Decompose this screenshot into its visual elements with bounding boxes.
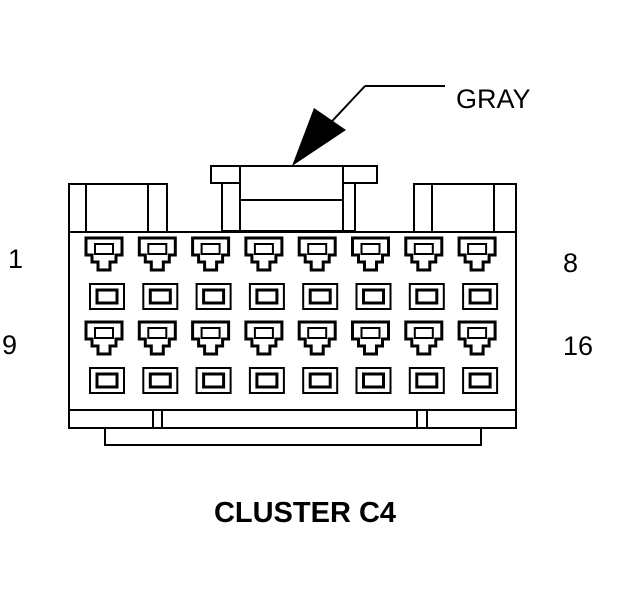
pin-contact-13 <box>307 327 328 339</box>
pin-contact-10 <box>147 327 168 339</box>
color-leader-arrow <box>292 85 445 166</box>
pin-slot-inner-4 <box>255 288 279 305</box>
pin-slot-inner-6 <box>362 288 385 305</box>
pin-contact-3 <box>200 243 221 255</box>
pin-slot-inner-11 <box>202 372 226 389</box>
pin-slot-inner-14 <box>362 372 385 389</box>
pin-contact-6 <box>360 243 381 255</box>
pin-slot-inner-3 <box>202 288 226 305</box>
pin-contact-16 <box>467 327 488 339</box>
pin-contact-1 <box>94 243 114 255</box>
pin-contact-4 <box>253 243 274 255</box>
pin-contact-11 <box>200 327 221 339</box>
right-housing-tab <box>413 183 517 233</box>
pin-slot-inner-10 <box>148 372 172 389</box>
pin-contact-14 <box>360 327 381 339</box>
pin-slot-inner-2 <box>148 288 172 305</box>
pin-label-9: 9 <box>2 330 17 360</box>
connector-title: CLUSTER C4 <box>214 497 396 529</box>
housing-base <box>68 409 517 446</box>
pin-slot-inner-7 <box>415 288 439 305</box>
pin-contact-12 <box>253 327 274 339</box>
pin-contact-5 <box>307 243 328 255</box>
pin-contact-2 <box>147 243 168 255</box>
pin-slot-inner-9 <box>95 372 119 389</box>
pin-slot-inner-5 <box>308 288 332 305</box>
color-label: GRAY <box>456 84 531 114</box>
pin-contact-8 <box>467 243 488 255</box>
pin-contact-15 <box>413 327 434 339</box>
left-housing-tab <box>68 183 168 233</box>
pin-slot-inner-15 <box>415 372 439 389</box>
pin-label-8: 8 <box>563 248 578 278</box>
pin-contact-7 <box>413 243 434 255</box>
pin-grid <box>84 236 499 394</box>
pin-slot-inner-12 <box>255 372 279 389</box>
pin-slot-inner-1 <box>95 288 119 305</box>
connector-latch <box>210 165 378 232</box>
pin-slot-inner-13 <box>308 372 332 389</box>
pin-label-16: 16 <box>563 331 593 361</box>
connector-housing <box>68 231 517 411</box>
pin-contact-9 <box>94 327 114 339</box>
pin-slot-inner-8 <box>468 288 492 305</box>
pin-label-1: 1 <box>8 244 23 274</box>
pin-slot-inner-16 <box>468 372 492 389</box>
